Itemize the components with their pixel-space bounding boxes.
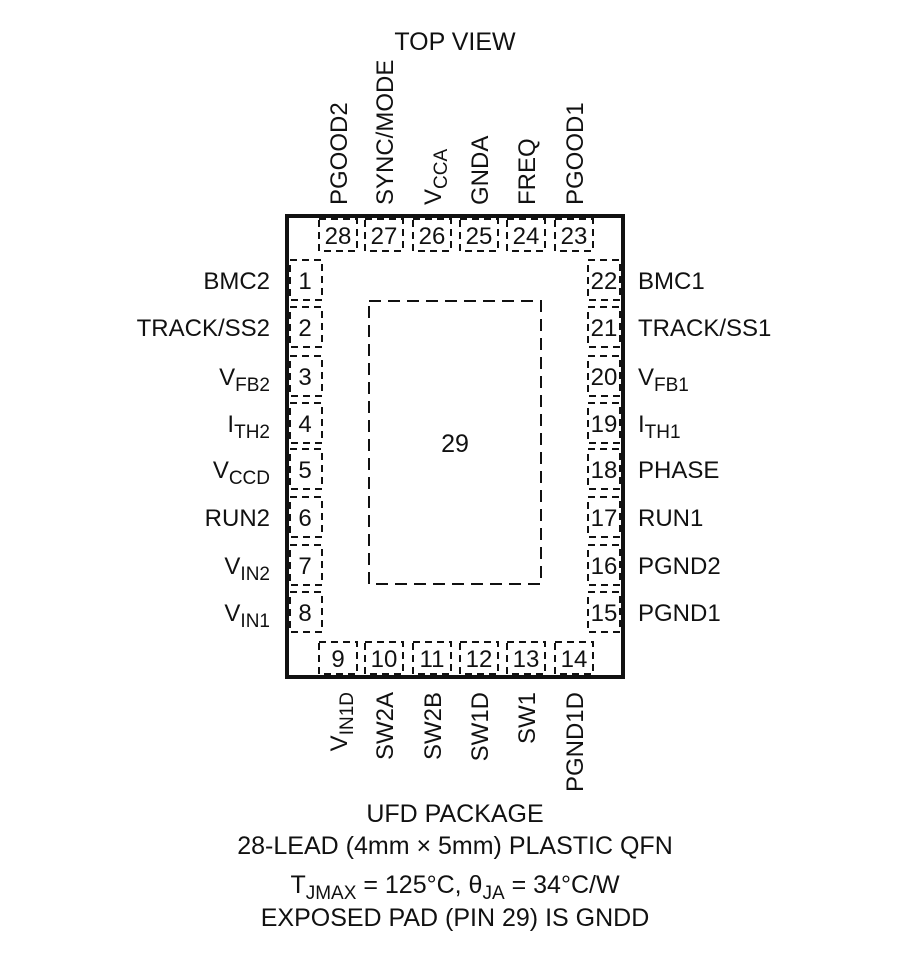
pin-number: 21	[591, 315, 618, 342]
pin-number: 18	[591, 457, 618, 484]
pin-pad	[587, 448, 621, 490]
pin-label: GNDA	[467, 136, 494, 205]
pin-label: PGOOD2	[326, 102, 353, 205]
pin-label: PGOOD1	[562, 102, 589, 205]
pin-number: 17	[591, 505, 618, 532]
pin-number: 12	[466, 646, 493, 673]
exposed-pad-number: 29	[441, 430, 469, 458]
pin-label: VIN2	[224, 553, 270, 585]
pin-pad	[506, 641, 546, 675]
pin-label: ITH1	[638, 411, 681, 443]
pin-label: BMC1	[638, 268, 705, 295]
pin-label: VIN1	[224, 600, 270, 632]
pin-pad	[587, 306, 621, 348]
pin-label: VCCA	[420, 149, 452, 205]
pin-pad	[587, 591, 621, 633]
pin-pad	[289, 306, 323, 348]
view-title: TOP VIEW	[394, 28, 516, 56]
pin-label: SW2A	[372, 692, 399, 760]
pin-label: ITH2	[227, 411, 270, 443]
pin-number: 19	[591, 411, 618, 438]
pin-number: 7	[298, 553, 311, 580]
pin-number: 16	[591, 553, 618, 580]
pin-label: RUN2	[205, 505, 270, 532]
pin-number: 27	[371, 223, 398, 250]
pin-pad	[506, 218, 546, 252]
pin-label: SW2B	[420, 692, 447, 760]
pin-label: PHASE	[638, 457, 719, 484]
pin-pad	[412, 641, 452, 675]
pin-pad	[318, 641, 358, 675]
pin-pad	[412, 218, 452, 252]
pin-number: 22	[591, 268, 618, 295]
pin-number: 14	[561, 646, 588, 673]
pin-pad	[459, 641, 499, 675]
caption-package: UFD PACKAGE	[366, 800, 543, 828]
pin-pad	[318, 218, 358, 252]
pin-label: RUN1	[638, 505, 703, 532]
pin-label: VFB1	[638, 364, 689, 396]
pin-label: TRACK/SS1	[638, 315, 771, 342]
pin-number: 15	[591, 600, 618, 627]
pin-number: 24	[513, 223, 540, 250]
caption-note: EXPOSED PAD (PIN 29) IS GNDD	[261, 904, 650, 932]
pin-pad	[364, 641, 404, 675]
pin-pad	[459, 218, 499, 252]
pin-pad	[289, 591, 323, 633]
pin-number: 28	[325, 223, 352, 250]
pin-label: TRACK/SS2	[137, 315, 270, 342]
pin-label: PGND1D	[562, 692, 589, 792]
pin-pad	[587, 544, 621, 586]
pin-label: VCCD	[213, 457, 270, 489]
pin-number: 1	[298, 268, 311, 295]
pin-pad	[554, 641, 594, 675]
exposed-pad	[368, 300, 542, 585]
pin-number: 9	[331, 646, 344, 673]
pin-number: 5	[298, 457, 311, 484]
pin-number: 10	[371, 646, 398, 673]
pin-label: FREQ	[514, 138, 541, 205]
pin-label: BMC2	[203, 268, 270, 295]
pin-pad	[587, 259, 621, 301]
pin-number: 2	[298, 315, 311, 342]
pin-number: 20	[591, 364, 618, 391]
pin-label: SYNC/MODE	[372, 60, 399, 205]
pin-pad	[289, 448, 323, 490]
pin-pad	[289, 544, 323, 586]
pin-label: SW1	[514, 692, 541, 744]
package-outline	[285, 214, 625, 679]
pin-pad	[587, 402, 621, 444]
pin-number: 25	[466, 223, 493, 250]
pin-number: 26	[419, 223, 446, 250]
pin-pad	[289, 259, 323, 301]
caption-lead: 28-LEAD (4mm × 5mm) PLASTIC QFN	[237, 832, 673, 860]
pin-label: VFB2	[219, 364, 270, 396]
pin-number: 8	[298, 600, 311, 627]
pin-label: VIN1D	[326, 692, 358, 751]
pin-number: 6	[298, 505, 311, 532]
pin-number: 3	[298, 364, 311, 391]
pin-label: PGND1	[638, 600, 721, 627]
caption-thermal: TJMAX = 125°C, θJA = 34°C/W	[290, 871, 620, 904]
pin-number: 4	[298, 411, 311, 438]
pin-pad	[364, 218, 404, 252]
pins-layer: 1 BMC2 2 TRACK/SS2 3 VFB2 4 ITH2 5 VCCD 6 RUN2 7 VIN2…	[137, 60, 772, 792]
pin-label: PGND2	[638, 553, 721, 580]
pin-number: 23	[561, 223, 588, 250]
pin-pad	[289, 402, 323, 444]
pin-pad	[289, 496, 323, 538]
pin-pad	[587, 496, 621, 538]
pin-pad	[554, 218, 594, 252]
pin-pad	[587, 355, 621, 397]
pin-label: SW1D	[467, 692, 494, 761]
pin-pad	[289, 355, 323, 397]
pin-number: 11	[420, 646, 445, 673]
pin-number: 13	[513, 646, 540, 673]
